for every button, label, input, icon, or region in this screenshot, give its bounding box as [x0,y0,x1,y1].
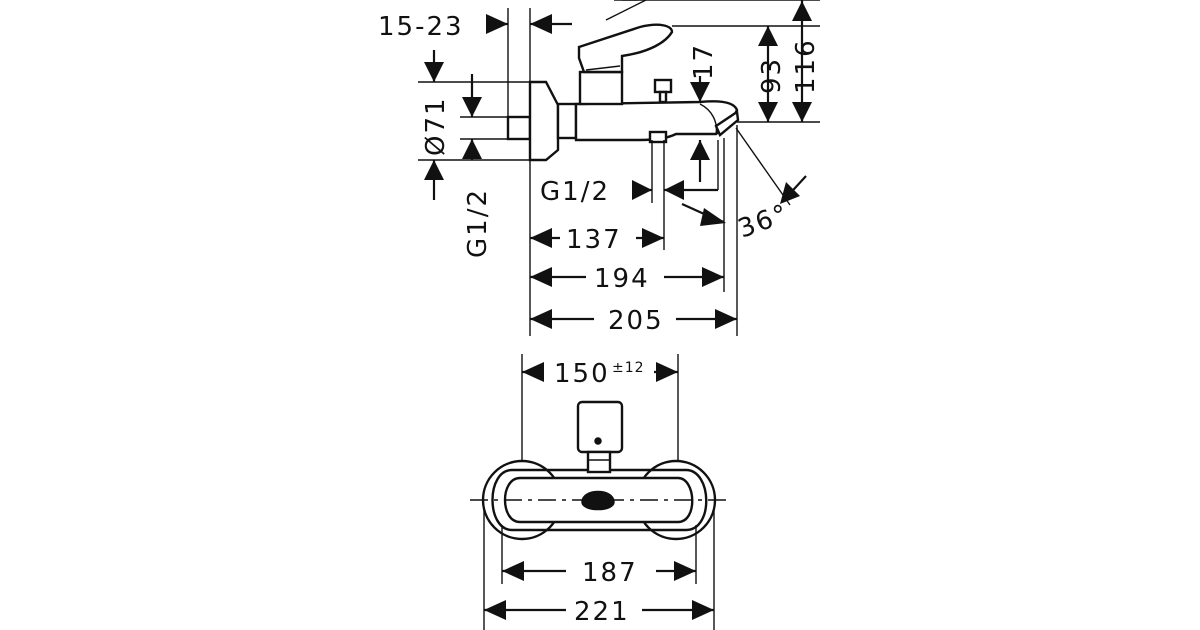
spout-line [699,103,718,135]
diverter-height-label: 17 [689,43,719,80]
width-221-label: 221 [574,597,630,627]
height-116-label: 116 [791,38,821,94]
bottom-connection [648,130,668,144]
lever-handle [577,23,674,74]
handle-base [578,70,624,106]
connection-left-label: G1/2 [463,188,493,258]
side-view-extension-lines [418,0,820,336]
center-tolerance-label: ±12 [612,360,645,376]
top-view-dimensions [484,362,714,620]
outlet-diameter-label: Ø71 [421,96,451,156]
depth-137-label: 137 [566,225,622,255]
connector-ring [556,102,578,140]
side-view-dimensions [424,0,812,329]
diverter-stem [658,90,668,104]
wall-rosette [528,80,560,162]
top-handle [576,400,624,454]
width-187-label: 187 [582,558,638,588]
lever-detail [585,65,621,71]
wall-range-label: 15-23 [378,12,464,42]
top-body-outline [491,468,708,532]
spout-angle-label: 36° [734,199,793,245]
center-distance-label: 150 [554,359,610,389]
connection-bottom-label: G1/2 [540,177,610,207]
diverter-knob [653,78,673,94]
height-93-label: 93 [757,57,787,94]
depth-205-label: 205 [608,306,664,336]
aerator [714,109,740,137]
top-view-faucet [470,400,730,541]
handle-neck [586,450,612,474]
depth-194-label: 194 [594,264,650,294]
wall-pipe [506,115,532,141]
handle-dot [594,437,602,445]
side-view-faucet [506,23,740,162]
